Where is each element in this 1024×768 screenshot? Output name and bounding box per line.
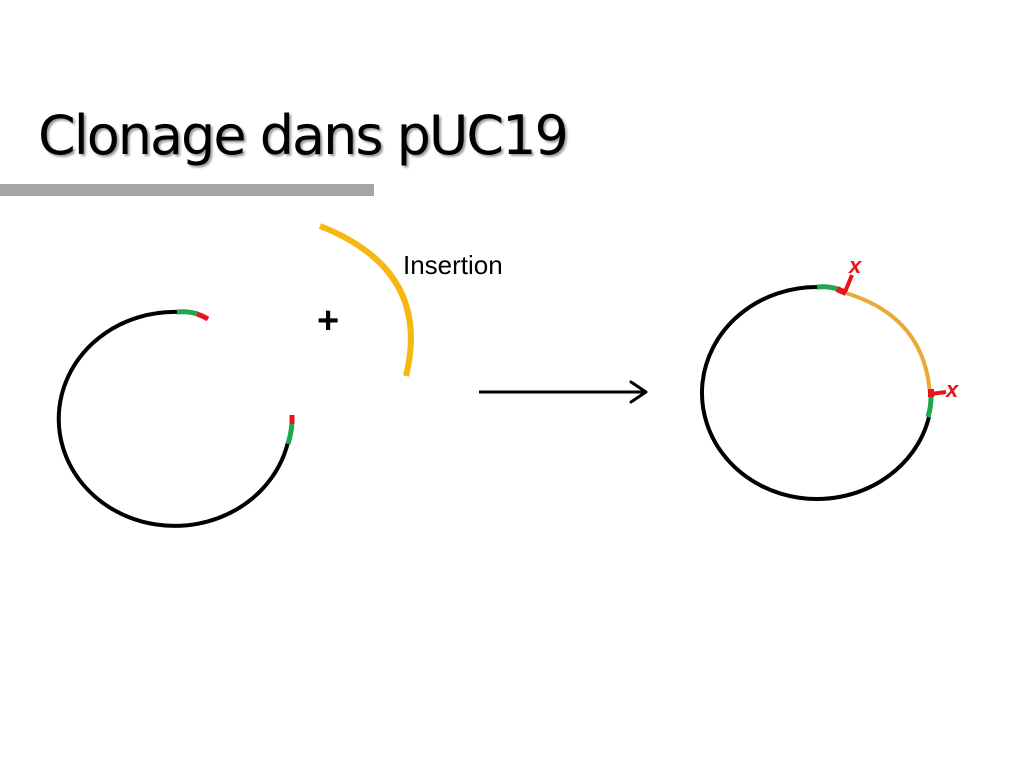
vector-restriction-end-top <box>196 311 210 322</box>
destroyed-restriction-site-top: x <box>835 253 862 296</box>
vector-cloning-site-bottom <box>285 423 295 445</box>
recombinant-plasmid: x x <box>700 253 959 501</box>
open-plasmid-vector <box>56 309 295 528</box>
insert-fragment <box>318 223 414 377</box>
recombinant-backbone <box>700 284 931 501</box>
cut-mark-bottom: x <box>945 377 959 402</box>
destroyed-restriction-site-bottom: x <box>928 377 959 402</box>
reaction-arrow <box>479 380 648 404</box>
recombinant-cloning-site-top <box>816 284 839 292</box>
recombinant-cloning-site-bottom <box>925 396 934 418</box>
slide-title: Clonage dans pUC19 <box>38 104 569 167</box>
ligated-insert <box>841 290 932 396</box>
insert-label: Insertion <box>403 250 503 280</box>
vector-backbone <box>56 309 290 528</box>
plus-sign: + <box>317 300 339 342</box>
cut-mark-top: x <box>848 253 862 278</box>
title-underline-bar <box>0 184 374 196</box>
vector-cloning-site-top <box>176 309 199 317</box>
